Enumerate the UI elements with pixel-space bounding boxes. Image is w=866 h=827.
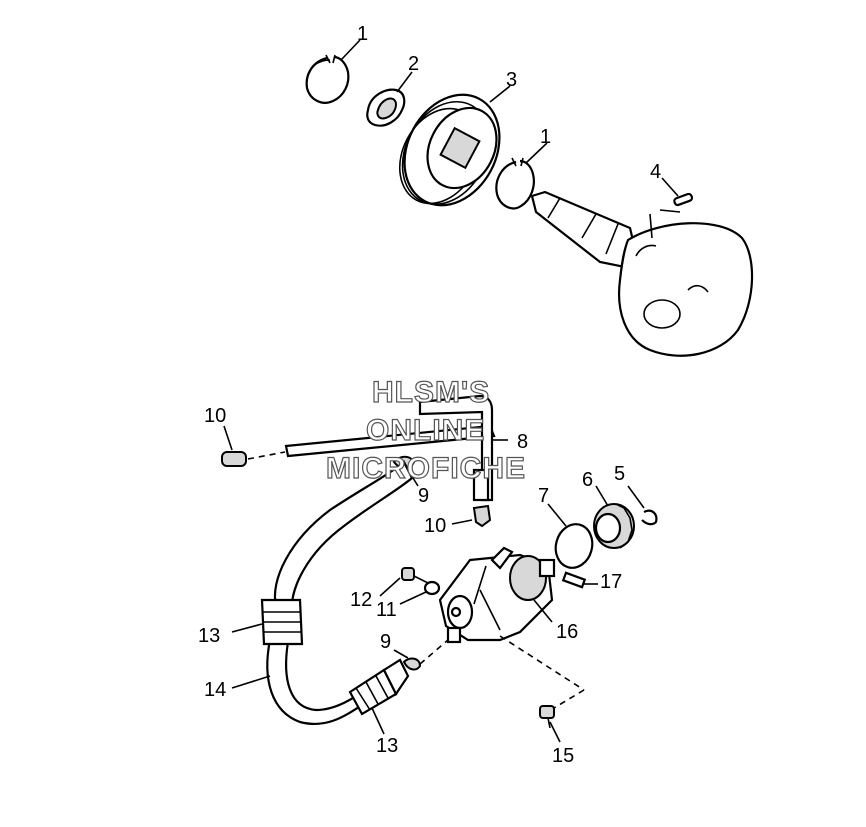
circlip-part: [305, 54, 350, 104]
bolt-part: [561, 571, 587, 589]
leader-line: [661, 177, 679, 197]
callout-2: 2: [408, 53, 419, 75]
leader-line: [399, 591, 427, 605]
alignment-line: [553, 689, 585, 709]
circlip-part: [495, 157, 535, 210]
leader-line: [371, 707, 385, 735]
leader-line: [231, 675, 271, 689]
callout-10: 10: [204, 405, 226, 427]
callout-10: 10: [424, 515, 446, 537]
callout-5: 5: [614, 463, 625, 485]
leader-line: [396, 71, 413, 93]
callout-13: 13: [198, 625, 220, 647]
callout-6: 6: [582, 469, 593, 491]
leader-line: [223, 425, 233, 451]
o-ring-part: [554, 523, 594, 569]
callout-12: 12: [350, 589, 372, 611]
leader-line: [525, 142, 548, 164]
callout-13: 13: [376, 735, 398, 757]
pin-part: [673, 192, 694, 207]
callout-17: 17: [600, 571, 622, 593]
leader-line: [595, 485, 609, 507]
cap-part: [472, 504, 492, 528]
leader-line: [489, 85, 511, 103]
alignment-line: [419, 639, 449, 665]
leader-line: [379, 577, 401, 597]
lock-washer-part: [366, 88, 406, 127]
clamp-part: [402, 657, 422, 671]
clip-part: [641, 509, 658, 526]
callout-1: 1: [357, 23, 368, 45]
shaft-housing-part: [530, 190, 754, 357]
callout-15: 15: [552, 745, 574, 767]
leader-line: [393, 649, 409, 659]
cap-part: [221, 451, 247, 467]
leader-line: [533, 599, 553, 623]
leader-line: [549, 721, 561, 743]
oil-hose-part: [260, 460, 414, 726]
tube-part: [284, 394, 496, 502]
callout-8: 8: [517, 431, 528, 453]
callout-16: 16: [556, 621, 578, 643]
callout-14: 14: [204, 679, 226, 701]
callout-11: 11: [376, 599, 397, 621]
callout-7: 7: [538, 485, 549, 507]
oil-pump-part: [438, 546, 556, 644]
bolt-part: [401, 567, 431, 585]
callout-1: 1: [540, 126, 551, 148]
callout-3: 3: [506, 69, 517, 91]
callout-4: 4: [650, 161, 661, 183]
alignment-line: [247, 451, 286, 460]
watermark-line-1: HLSM'S: [372, 376, 490, 409]
screw-part: [539, 705, 555, 729]
wheel-pulley-part: [398, 93, 501, 207]
watermark-line-2: ONLINE: [366, 414, 485, 447]
callout-9: 9: [418, 485, 429, 507]
callout-9: 9: [380, 631, 391, 653]
leader-line: [231, 623, 263, 633]
alignment-line: [499, 635, 585, 691]
leader-line: [451, 519, 473, 525]
gear-part: [593, 503, 635, 549]
washer-part: [423, 580, 441, 596]
leader-line: [627, 485, 645, 509]
leader-line: [547, 503, 567, 527]
watermark-line-3: MICROFICHE: [326, 452, 526, 485]
leader-line: [340, 39, 361, 61]
